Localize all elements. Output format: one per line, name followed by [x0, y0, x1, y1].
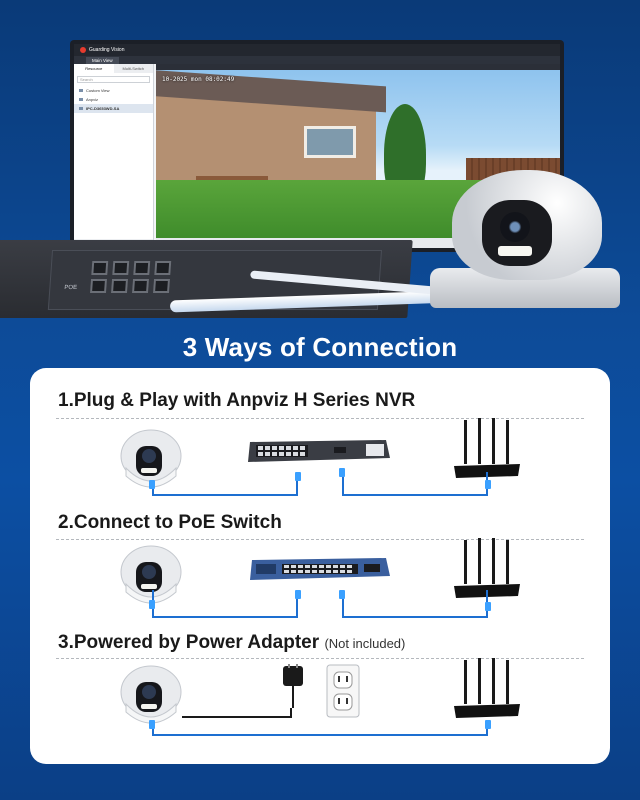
poe-port — [153, 279, 170, 293]
tree-item-anpviz[interactable]: Anpviz — [74, 95, 153, 104]
resource-panel: Resource Multi-Switch Search Custom View… — [74, 64, 154, 248]
resource-search-input[interactable]: Search — [77, 76, 150, 83]
dome-camera-icon — [120, 665, 182, 724]
rj45-plug-icon — [295, 472, 301, 481]
tree-item-camera[interactable]: IPC-D3653WD-SA — [74, 104, 153, 113]
rj45-plug-icon — [485, 602, 491, 611]
dome-camera-hero — [430, 150, 620, 310]
power-adapter-icon — [283, 664, 303, 708]
poe-port — [132, 279, 149, 293]
wall-outlet-icon — [326, 664, 360, 718]
resource-tabs: Resource Multi-Switch — [74, 64, 153, 73]
tab-resource[interactable]: Resource — [74, 64, 114, 73]
rj45-plug-icon — [149, 480, 155, 489]
app-name: Guarding Vision — [89, 47, 125, 53]
poe-port — [91, 261, 109, 275]
poe-port — [154, 261, 172, 275]
camera-face — [482, 200, 552, 266]
poe-port — [112, 261, 130, 275]
section-2-divider — [56, 539, 584, 540]
dome-camera-icon — [120, 429, 182, 488]
section-1-title: 1.Plug & Play with Anpviz H Series NVR — [58, 390, 415, 412]
app-menubar: Main View — [74, 56, 560, 64]
not-included-note: (Not included) — [324, 636, 406, 651]
hero-image: Guarding Vision Main View Resource Multi… — [0, 0, 640, 330]
tab-main-view[interactable]: Main View — [86, 56, 119, 64]
rj45-plug-icon — [485, 480, 491, 489]
dome-camera-icon — [120, 545, 182, 604]
camera-shell — [452, 170, 602, 280]
section-2-title: 2.Connect to PoE Switch — [58, 512, 282, 534]
section-3-title-text: 3.Powered by Power Adapter — [58, 632, 320, 653]
wire-camera-switch — [152, 590, 298, 618]
wire-camera-nvr — [152, 480, 298, 496]
power-cable — [182, 708, 292, 718]
section-2-title-text: 2.Connect to PoE Switch — [58, 512, 282, 533]
tab-multi-switch[interactable]: Multi-Switch — [122, 66, 145, 71]
poe-switch-icon — [250, 558, 390, 580]
headline: 3 Ways of Connection — [182, 332, 458, 362]
poe-port — [111, 279, 128, 293]
rj45-plug-icon — [339, 590, 345, 599]
video-toolbar — [156, 64, 560, 70]
poe-ports — [90, 261, 172, 293]
video-picnic-table — [196, 176, 268, 182]
video-timestamp: 10-2025 mon 08:02:49 — [162, 76, 235, 83]
rj45-plug-icon — [149, 720, 155, 729]
app-titlebar: Guarding Vision — [74, 44, 560, 56]
rj45-plug-icon — [339, 468, 345, 477]
poe-port — [133, 261, 151, 275]
rj45-plug-icon — [149, 600, 155, 609]
connection-card: 1.Plug & Play with Anpviz H Series NVR 2… — [30, 368, 610, 764]
section-3-title: 3.Powered by Power Adapter (Not included… — [58, 632, 405, 654]
nvr-icon — [248, 440, 390, 462]
section-3-divider — [56, 658, 584, 659]
poe-port — [90, 279, 107, 293]
section-1-title-text: 1.Plug & Play with Anpviz H Series NVR — [58, 390, 416, 411]
wire-nvr-router — [342, 472, 488, 496]
router-icon — [454, 418, 520, 478]
camera-light-icon — [498, 246, 532, 256]
rj45-plug-icon — [485, 720, 491, 729]
wire-switch-router — [342, 590, 488, 618]
tree-item-custom-view[interactable]: Custom View — [74, 86, 153, 95]
poe-label: POE — [64, 285, 78, 291]
rj45-plug-icon — [295, 590, 301, 599]
video-window — [304, 126, 356, 158]
wire-camera-router — [152, 720, 488, 736]
router-icon — [454, 658, 520, 718]
app-logo-icon — [80, 47, 86, 53]
camera-lens-icon — [500, 212, 530, 242]
section-1-divider — [56, 418, 584, 419]
